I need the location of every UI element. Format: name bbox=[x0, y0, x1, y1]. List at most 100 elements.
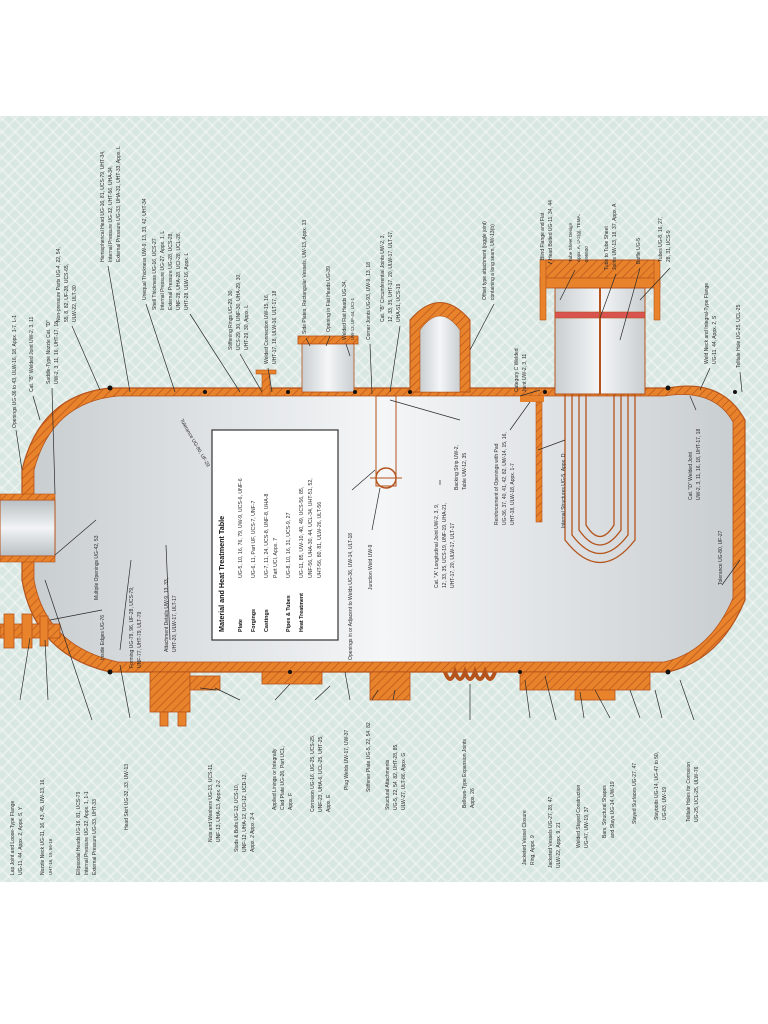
callout-cat-a-3: UHT-17, 20, ULW-17, ULT-17 bbox=[450, 523, 456, 588]
callout-tubes: Tubes UG-8, 16, 27, bbox=[658, 217, 664, 262]
material-table-row-value: UG-7, 11, 24, UCS-8, UNF-8, UHA-8 bbox=[264, 494, 270, 578]
material-table-row-label: Plate bbox=[238, 619, 244, 632]
callout-internal: Internal Structures UG-5, Appx. D bbox=[561, 453, 567, 528]
leader-line bbox=[165, 544, 171, 641]
callout-bars-2: and Stays UG-14, UW-19 bbox=[610, 781, 616, 838]
callout-staybolts-2: UG-83, UW-19 bbox=[662, 787, 668, 820]
left-nozzle bbox=[0, 493, 56, 563]
callout-welded-stayed: Welded Stayed Construction bbox=[576, 785, 582, 848]
callout-shell-3: External Pressure UG-28, UCS-28, bbox=[168, 232, 174, 310]
callout-tubes-2: 28, 31, UCS-9 bbox=[666, 230, 672, 262]
leader-line bbox=[389, 325, 401, 393]
leader-line bbox=[267, 367, 273, 393]
leader-line bbox=[689, 395, 697, 411]
material-table-row-label: Heat Treatment bbox=[299, 593, 305, 632]
material-table: Material and Heat Treatment Table PlateU… bbox=[211, 429, 339, 641]
leader-line bbox=[371, 487, 381, 531]
callout-bellows-2: Appx. 26 bbox=[470, 788, 476, 808]
leader-line bbox=[214, 687, 241, 701]
callout-tube-sheet-3: B95500 bbox=[584, 246, 589, 262]
callout-junction: Junction Weld UW-9 bbox=[368, 544, 374, 590]
top-dome-manway bbox=[297, 302, 471, 393]
callout-stiffening-3: UHT-29, 30, Appx. L bbox=[244, 305, 250, 350]
callout-cat-a-2: 12, 33, 35, UCS-19, UNF-19, UHA-21, bbox=[442, 503, 448, 588]
callout-structural: Structural Attachments bbox=[385, 759, 391, 810]
callout-tube-sheet-2: Appx. A, U-2(g), TEMA, bbox=[576, 214, 581, 262]
callout-tube-sheet: Tube Sheet Design bbox=[568, 222, 573, 262]
leader-line bbox=[344, 671, 351, 701]
callout-hemispherical-3: External Pressure UG-33, UHA-31, UHT-33,… bbox=[116, 146, 122, 262]
material-table-row-value: Part UCI, Appx. 7 bbox=[273, 538, 279, 578]
callout-cat-d: Cat. "D" Welded Joint bbox=[688, 451, 694, 500]
leader-line bbox=[49, 609, 103, 621]
callout-stayed: Stayed Surfaces UG-27, 47 bbox=[632, 763, 638, 824]
callout-weld-neck-2: UG-11, 44, Appx. 2, S bbox=[712, 315, 718, 364]
callout-openings-adjacent: Openings in or Adjacent to Welds UG-36, … bbox=[348, 533, 354, 660]
leader-line bbox=[519, 389, 541, 397]
callout-shell-5: UHT-28, ULW-16, Appx. L bbox=[184, 252, 190, 310]
callout-category-c-2: Joint UW-2, 3, 11 bbox=[522, 354, 528, 392]
callout-corrosion: Corrosion UG-16, UG-25, UCS-25, bbox=[310, 735, 316, 812]
leader-line bbox=[274, 683, 291, 701]
callout-nozzle-neck-2: UHT-18, 19, 56-18 bbox=[48, 838, 53, 875]
leader-line bbox=[119, 559, 132, 651]
callout-corrosion-3: Appx. E bbox=[326, 794, 332, 812]
callout-cat-d-2: UW-2, 3, 11, 16, 18, UHT-17, 18 bbox=[696, 429, 702, 500]
callout-stiffening: Stiffening Rings UG-29, 30, bbox=[228, 289, 234, 350]
callout-cat-b-circ-2: 12, 33, 35, UHT-17, 20, ULW-17, ULT-17, bbox=[388, 231, 394, 322]
callout-backing-2: Table UW-12, 35 bbox=[462, 453, 468, 490]
callout-studs-2: UNF-12, UHA-12, UCI-12, UCD-12, bbox=[242, 773, 248, 852]
leader-line bbox=[345, 343, 351, 357]
callout-hemispherical-2: Internal Pressure UG-32, UHT-56, UHA-34, bbox=[108, 166, 114, 262]
leader-line bbox=[509, 401, 531, 431]
callout-tube-to-sheet-2: Joints UW-13, 18, 37, Appx. A bbox=[612, 203, 618, 270]
material-table-row-label: Pipes & Tubes bbox=[286, 595, 292, 632]
leader-line bbox=[537, 439, 566, 451]
leader-line bbox=[619, 267, 641, 341]
callout-applied-2: Clad Plate UG-26, Part UCL, bbox=[280, 746, 286, 810]
callout-weld-neck: Weld Neck and Integral-Type Flange bbox=[704, 283, 710, 364]
leader-line bbox=[71, 325, 101, 391]
callout-welded-conn: Welded Connection UW-15, 16, bbox=[264, 294, 270, 364]
callout-offset: Offset type attachment (joggle joint) bbox=[482, 221, 488, 300]
callout-forming-2: UNF-77, UHT-79, ULT-79 bbox=[137, 611, 143, 668]
leader-line bbox=[559, 269, 576, 301]
vessel-shell bbox=[21, 385, 746, 673]
callout-cat-b-circ-3: UHA-51, UCS-19 bbox=[396, 283, 402, 322]
material-table-frame bbox=[211, 429, 339, 641]
callout-studs-3: Appx. 2 Appx. 2-4 bbox=[250, 812, 256, 852]
callout-ellipsoidal-2: Internal Pressure UG-32, Appx. 1, 1-1 bbox=[84, 791, 90, 875]
leader-line bbox=[739, 371, 743, 393]
leader-line bbox=[392, 689, 396, 701]
callout-plug: Plug Welds UW-17, UW-37 bbox=[344, 729, 350, 790]
callout-bars: Bars, Structural Shapes bbox=[602, 785, 608, 838]
material-table-row-value: UG-8, 10, 16, 31, UCS-9, 27 bbox=[286, 512, 292, 578]
callout-jacketed: Jacketed Vessels UG-27, 28, 47, bbox=[548, 795, 554, 868]
leader-line bbox=[44, 639, 49, 701]
leader-line bbox=[145, 303, 176, 393]
leader-line bbox=[599, 273, 617, 319]
callout-attachment: Attachment Details UW-9, 13, 33, bbox=[164, 578, 170, 652]
leader-line bbox=[119, 664, 131, 719]
leader-line bbox=[51, 387, 56, 495]
callout-blind-flange: Blind Flange and Flat bbox=[540, 212, 546, 260]
leader-line bbox=[389, 399, 461, 421]
callout-cat-a: Cat. "A" Longitudinal Joint UW-2, 3, 9, bbox=[434, 504, 440, 588]
callout-shell: Shell Thickness UG-16, UCS-27 bbox=[152, 238, 158, 310]
material-table-row-label: Forgings bbox=[251, 609, 257, 632]
callout-staybolts: Staybolts UG-14, UG-47 to 50, bbox=[654, 752, 660, 820]
leader-line bbox=[239, 353, 263, 393]
callout-tolerance2: Tolerance UG-80, UF-27 bbox=[718, 530, 724, 585]
callout-reinforcement: Reinforcement of Openings with Pad bbox=[494, 443, 500, 525]
leader-line bbox=[54, 519, 97, 556]
material-table-title: Material and Heat Treatment Table bbox=[217, 516, 226, 632]
callout-nuts: Nuts and Washers UG-13, UCS-11, bbox=[208, 763, 214, 842]
callout-structural-3: ULW-27, ULT-86, Appx. G bbox=[401, 753, 407, 810]
callout-corrosion-2: UNF-23, UHA-6, UCL-25, UHT-25, bbox=[318, 735, 324, 812]
callout-hemispherical: Hemispherical Head UG-16, 81, UCS-79, UH… bbox=[100, 151, 106, 262]
callout-head-skirt: Head Skirt UG-32, 33, UW-13 bbox=[124, 764, 130, 830]
callout-telltale-corr: Telltale Holes for Corrosion bbox=[686, 762, 692, 822]
leader-line bbox=[469, 303, 495, 351]
